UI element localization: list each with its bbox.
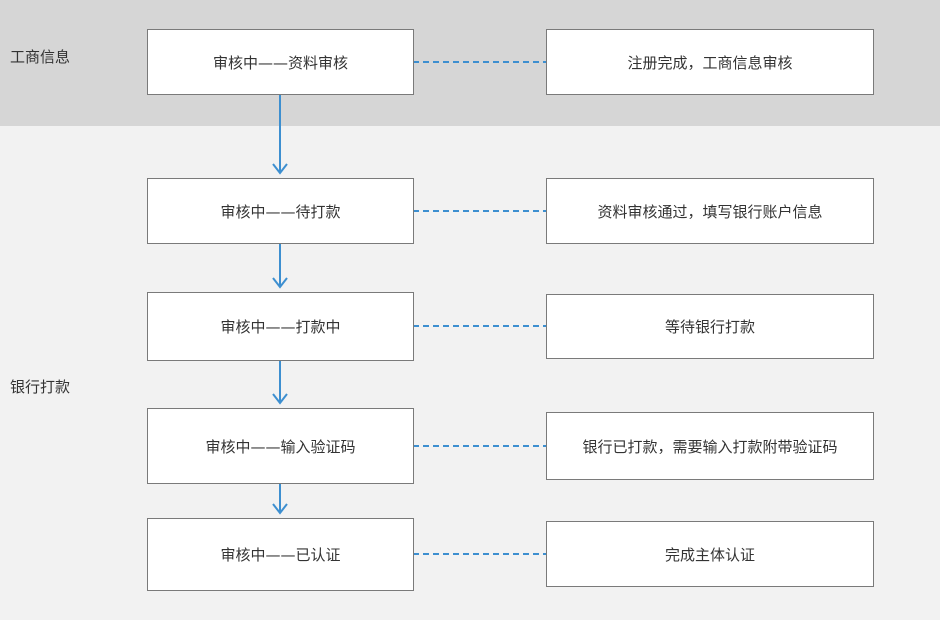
arrowhead-step2 bbox=[272, 163, 288, 175]
lane-label-business-info: 工商信息 bbox=[10, 48, 71, 66]
status-box-awaiting-transfer: 审核中——待打款 bbox=[147, 178, 414, 244]
flow-arrows bbox=[272, 95, 288, 515]
status-box-verified: 审核中——已认证 bbox=[147, 518, 414, 591]
arrowhead-step5 bbox=[272, 503, 288, 515]
status-box-transferring: 审核中——打款中 bbox=[147, 292, 414, 361]
note-box-enter-code: 银行已打款，需要输入打款附带验证码 bbox=[546, 412, 874, 480]
arrowhead-step3 bbox=[272, 277, 288, 289]
note-box-awaiting-transfer: 资料审核通过，填写银行账户信息 bbox=[546, 178, 874, 244]
status-box-enter-code: 审核中——输入验证码 bbox=[147, 408, 414, 484]
note-box-transferring: 等待银行打款 bbox=[546, 294, 874, 359]
note-box-verified: 完成主体认证 bbox=[546, 521, 874, 587]
arrowhead-step4 bbox=[272, 393, 288, 405]
status-box-document-review: 审核中——资料审核 bbox=[147, 29, 414, 95]
lane-label-bank-transfer: 银行打款 bbox=[10, 378, 71, 396]
note-connectors bbox=[413, 61, 546, 555]
note-box-document-review: 注册完成，工商信息审核 bbox=[546, 29, 874, 95]
